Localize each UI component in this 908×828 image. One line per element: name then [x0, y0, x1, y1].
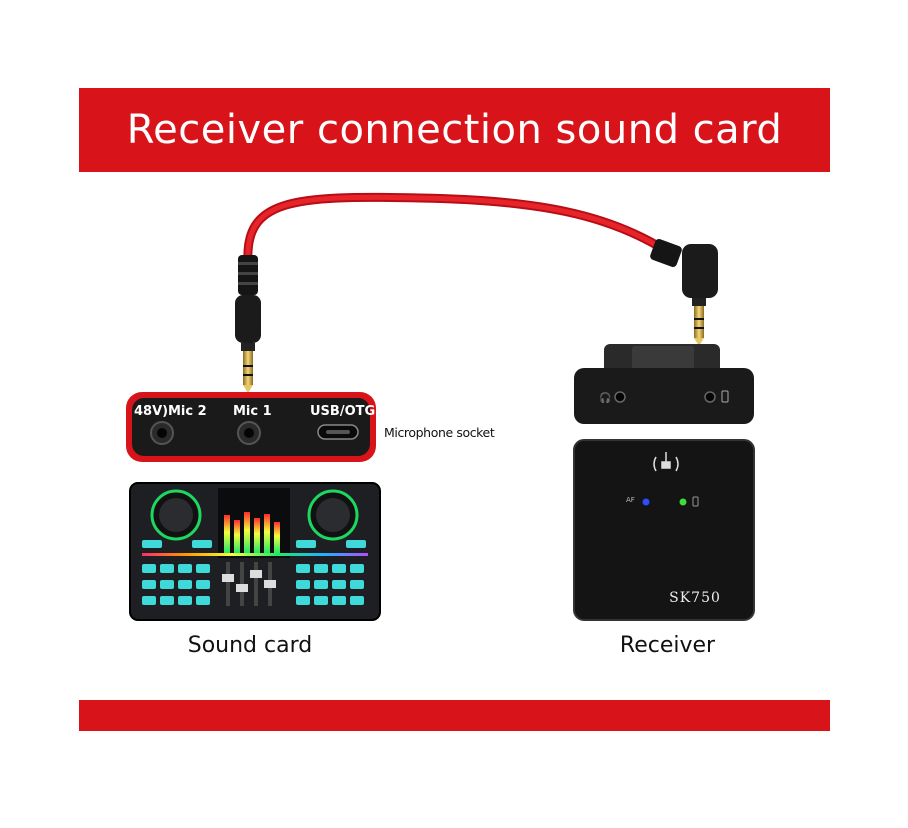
sound-card-device: [129, 482, 381, 621]
af-indicator-label: AF: [626, 496, 635, 504]
port-label-mic1: Mic 1: [233, 404, 272, 419]
left-plug-icon: [235, 255, 261, 393]
footer-bar: [79, 700, 830, 731]
port-label-48v: 48V): [134, 404, 169, 419]
receiver-top-view: 🎧: [574, 344, 754, 424]
sound-card-caption: Sound card: [187, 633, 313, 658]
audio-cable: [243, 192, 673, 267]
title-text: Receiver connection sound card: [126, 107, 783, 153]
port-label-usb: USB/OTG: [310, 404, 376, 419]
sound-card-panel: [126, 392, 376, 462]
microphone-socket-callout: Microphone socket: [384, 425, 495, 440]
signal-icon: [653, 452, 679, 472]
receiver-caption: Receiver: [619, 633, 716, 658]
headphone-icon: 🎧: [599, 391, 611, 404]
receiver-device: [573, 439, 755, 621]
port-label-mic2: Mic 2: [168, 404, 207, 419]
right-plug-icon: [650, 239, 718, 346]
receiver-model-label: SK750: [669, 590, 721, 606]
title-banner: Receiver connection sound card: [79, 88, 830, 172]
